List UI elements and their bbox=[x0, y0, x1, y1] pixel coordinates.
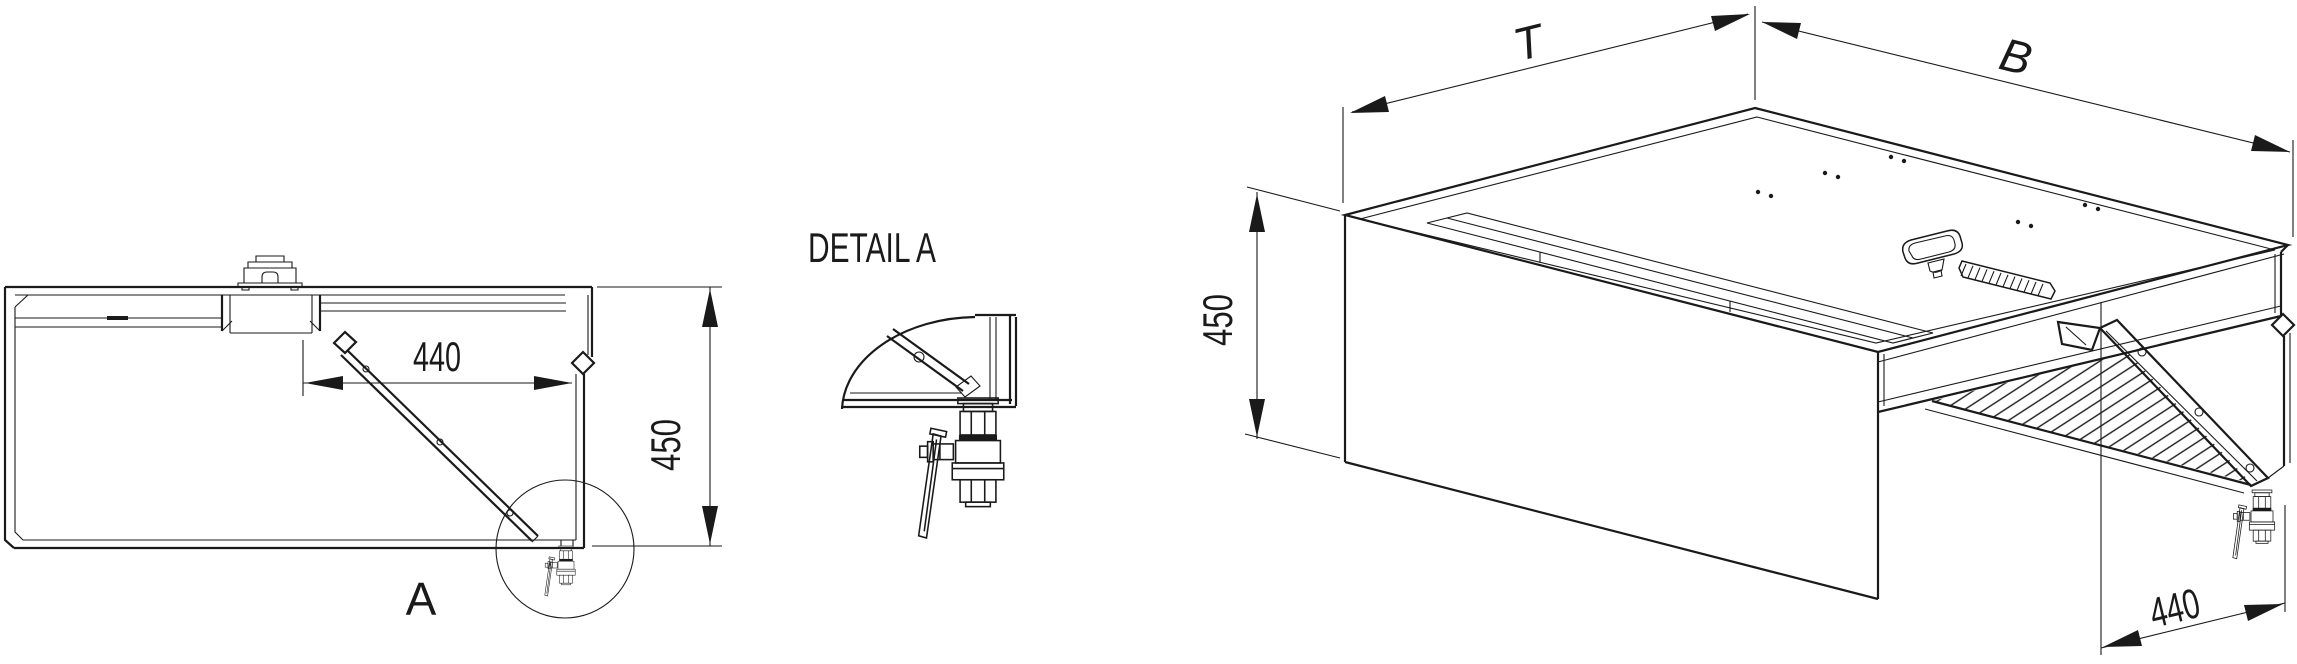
iso-width-dim-label: B bbox=[1995, 28, 2037, 86]
detail-drain-valve bbox=[917, 397, 1005, 539]
hood-body-section bbox=[3, 285, 596, 550]
detail-title: DETAIL A bbox=[808, 224, 936, 271]
side-filter-depth-dim-label: 440 bbox=[413, 333, 461, 380]
iso-filter-depth-dim-label: 440 bbox=[2145, 579, 2205, 636]
detail-marker: A bbox=[406, 479, 635, 625]
iso-drain-valve bbox=[2232, 489, 2276, 560]
detail-circle bbox=[495, 479, 635, 619]
iso-mounting-holes bbox=[1755, 154, 2101, 229]
detail-hood-corner bbox=[840, 313, 1018, 410]
iso-height-dim-label: 450 bbox=[1194, 294, 1241, 346]
dimension-iso-height-450: 450 bbox=[1194, 186, 1341, 459]
detail-a-view: DETAIL A bbox=[808, 224, 1018, 539]
iso-depth-dim-label: T bbox=[1508, 13, 1551, 71]
dimension-height-450: 450 bbox=[592, 286, 722, 547]
dimension-iso-filter-depth-440: 440 bbox=[2100, 302, 2286, 655]
iso-junction-box bbox=[1901, 229, 1964, 279]
iso-vent-grille bbox=[1958, 260, 2056, 300]
dimension-depth-T: T bbox=[1342, 6, 1756, 203]
isometric-view: T B 450 440 bbox=[1194, 6, 2296, 655]
side-drain-valve bbox=[544, 545, 576, 597]
side-height-dim-label: 450 bbox=[642, 419, 689, 471]
detail-marker-label: A bbox=[406, 573, 437, 625]
dimension-filter-depth-440: 440 bbox=[302, 333, 572, 396]
junction-box-section bbox=[237, 255, 303, 291]
iso-hood-body bbox=[1340, 106, 2296, 601]
iso-grease-filter bbox=[1924, 318, 2270, 494]
exhaust-collar-section bbox=[220, 295, 322, 334]
grease-filter-section bbox=[332, 330, 539, 543]
side-section-view: 440 450 A bbox=[3, 255, 722, 625]
